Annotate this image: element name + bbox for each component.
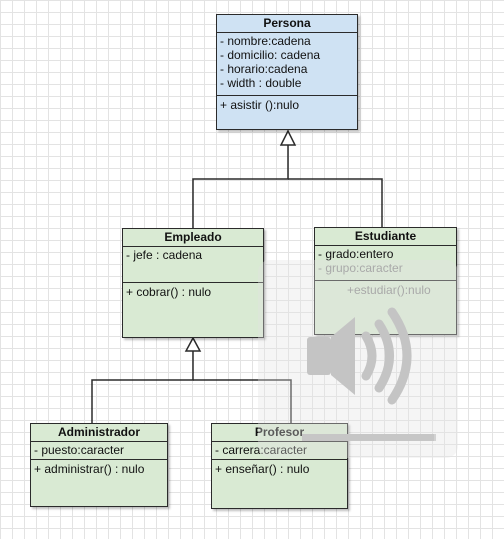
class-name: Persona	[217, 15, 357, 33]
generalization-arrowhead-persona	[279, 129, 297, 146]
attributes-compartment: - carrera:caracter	[212, 442, 347, 460]
attributes-compartment: - puesto:caracter	[31, 442, 167, 460]
operations-compartment: + administrar() : nulo	[31, 460, 167, 476]
volume-overlay	[258, 260, 458, 458]
attribute: - carrera:caracter	[215, 443, 308, 457]
operation: + enseñar() : nulo	[215, 462, 310, 476]
connector-administrador-empleado	[91, 351, 194, 423]
attribute: - grupo:caracter	[318, 261, 403, 275]
class-name: Profesor	[212, 424, 347, 442]
operation: + cobrar() : nulo	[126, 285, 212, 299]
attribute: - horario:cadena	[220, 62, 308, 76]
volume-level-fill	[302, 434, 434, 441]
attribute: - width : double	[220, 76, 302, 90]
attributes-compartment: - grado:entero - grupo:caracter	[315, 246, 456, 281]
connector-empleado-persona	[192, 145, 289, 228]
operation: + administrar() : nulo	[34, 462, 145, 476]
attribute: - nombre:cadena	[220, 34, 311, 48]
attribute: - puesto:caracter	[34, 443, 125, 457]
operations-compartment: + asistir ():nulo	[217, 96, 357, 112]
attribute: - domicilio: cadena	[220, 48, 321, 62]
class-name: Estudiante	[315, 228, 456, 246]
speaker-volume-icon	[307, 307, 412, 405]
connector-profesor-empleado	[193, 379, 292, 423]
operation: +estudiar():nulo	[347, 283, 431, 297]
connector-estudiante-persona	[288, 178, 383, 227]
operations-compartment: + enseñar() : nulo	[212, 460, 347, 476]
class-name: Administrador	[31, 424, 167, 442]
class-name: Empleado	[123, 229, 263, 247]
attribute: - grado:entero	[318, 247, 394, 261]
generalization-arrowhead-empleado	[184, 336, 202, 352]
volume-level-bar	[302, 434, 438, 441]
operation: + asistir ():nulo	[220, 98, 300, 112]
attributes-compartment: - jefe : cadena	[123, 247, 263, 283]
attributes-compartment: - nombre:cadena - domicilio: cadena - ho…	[217, 33, 357, 96]
class-estudiante[interactable]: Estudiante - grado:entero - grupo:caract…	[314, 227, 457, 335]
class-persona[interactable]: Persona - nombre:cadena - domicilio: cad…	[216, 14, 358, 130]
class-empleado[interactable]: Empleado - jefe : cadena + cobrar() : nu…	[122, 228, 264, 338]
operations-compartment: +estudiar():nulo	[315, 281, 456, 297]
attribute: - jefe : cadena	[126, 248, 203, 262]
operations-compartment: + cobrar() : nulo	[123, 283, 263, 299]
class-administrador[interactable]: Administrador - puesto:caracter + admini…	[30, 423, 168, 507]
